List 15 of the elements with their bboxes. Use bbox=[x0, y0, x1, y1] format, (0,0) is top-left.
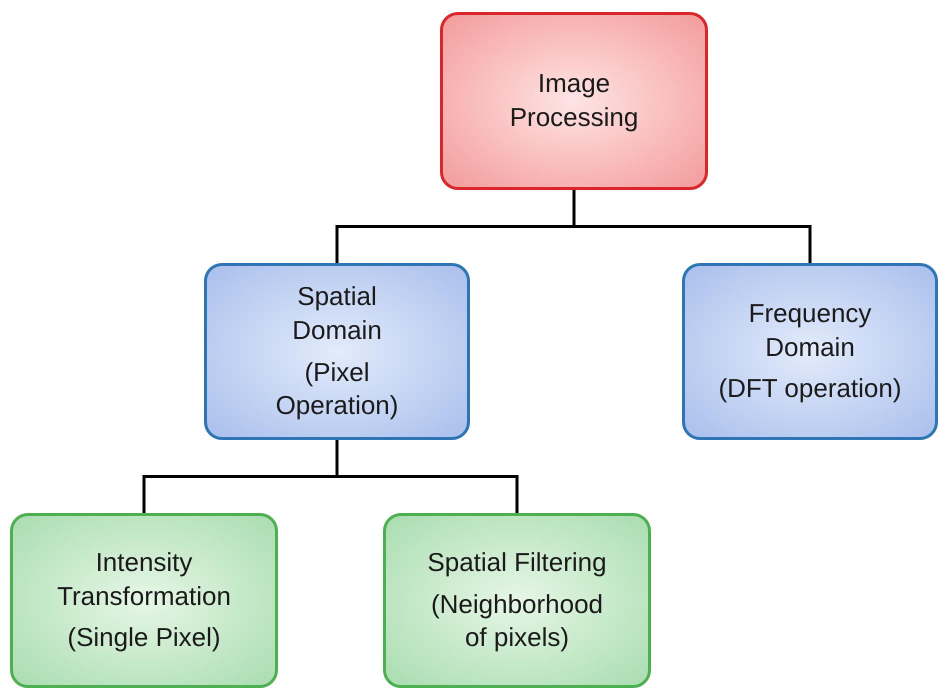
category-box bbox=[682, 263, 938, 440]
box-subtitle: (DFT operation) bbox=[718, 372, 902, 406]
category-box bbox=[383, 513, 651, 688]
box-subtitle: (Pixel Operation) bbox=[274, 356, 400, 422]
box-title: Image Processing bbox=[508, 67, 640, 134]
category-box bbox=[204, 263, 470, 440]
box-subtitle: (Single Pixel) bbox=[67, 621, 221, 654]
connector-line bbox=[572, 190, 812, 263]
box-title: Frequency Domain bbox=[748, 296, 872, 364]
category-box bbox=[10, 513, 278, 688]
category-box bbox=[440, 12, 708, 190]
box-subtitle: (Neighborhood of pixels) bbox=[430, 588, 604, 654]
box-title: Intensity Transformation bbox=[56, 546, 232, 613]
box-title: Spatial Domain bbox=[291, 280, 383, 347]
box-title: Spatial Filtering bbox=[427, 546, 607, 579]
